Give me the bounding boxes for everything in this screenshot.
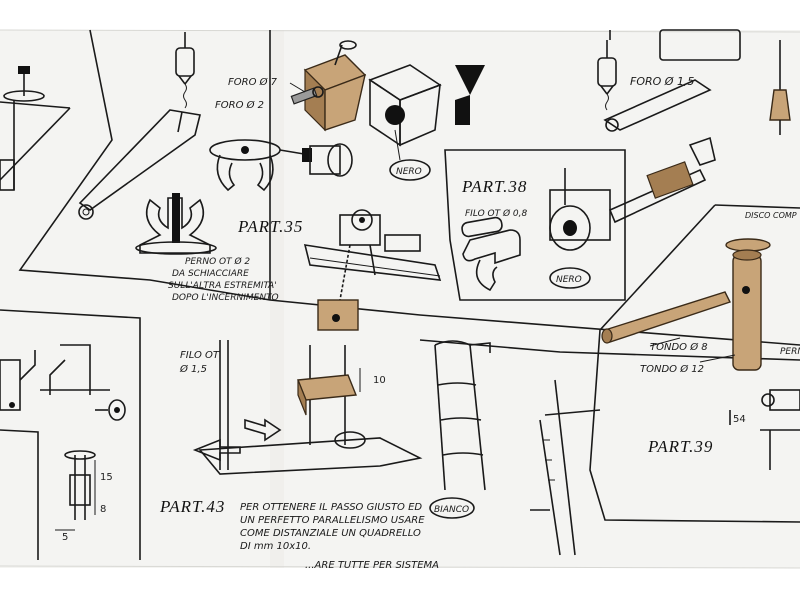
svg-text:DOPO L'INCERNIMENTO: DOPO L'INCERNIMENTO: [172, 293, 279, 303]
pendulum-mechanism: [303, 209, 442, 331]
label-foro-2: FORO Ø 2: [215, 99, 264, 111]
label-part-38: PART.38: [461, 177, 527, 196]
part-39-assembly: [601, 238, 771, 371]
ladder-part: [434, 340, 491, 491]
anchor-part: [135, 193, 217, 255]
black-triangle-piece: [455, 65, 485, 125]
svg-text:NERO: NERO: [396, 167, 422, 177]
nero-label-top: NERO: [389, 129, 431, 181]
left-bracket-parts: [0, 344, 126, 421]
gripper-part: [209, 139, 353, 192]
right-bottom-part: [729, 389, 800, 470]
label-foro-1-5: FORO Ø 1,5: [630, 75, 694, 88]
dim-54: 54: [733, 414, 746, 425]
top-pin: [334, 40, 357, 66]
panel-outlines: [0, 29, 800, 560]
top-left-mechanism: [0, 66, 71, 191]
bianco-label: BIANCO: [429, 497, 475, 519]
dim-15: 15: [100, 472, 113, 483]
arm-part-35: [78, 109, 201, 220]
svg-text:DA SCHIACCIARE: DA SCHIACCIARE: [172, 269, 249, 279]
label-part-39: PART.39: [647, 437, 713, 456]
svg-text:PER OTTENERE IL PASSO GIUSTO E: PER OTTENERE IL PASSO GIUSTO ED: [240, 502, 422, 513]
label-filo-0-8: FILO OT Ø 0,8: [465, 208, 527, 219]
dim-10: 10: [373, 375, 386, 386]
drill-bit-icon: [175, 32, 195, 109]
label-disco-comp: DISCO COMP: [745, 211, 797, 220]
label-perm: PERM: [780, 347, 800, 357]
black-block-nero: [368, 64, 442, 147]
nero-label-38: NERO: [549, 267, 591, 289]
bottom-note: ...ARE TUTTE PER SISTEMA: [305, 560, 439, 571]
wood-block-foro-7: [290, 54, 367, 132]
passo-note: PER OTTENERE IL PASSO GIUSTO ED UN PERFE…: [240, 502, 425, 552]
label-tondo-8: TONDO Ø 8: [650, 341, 708, 353]
label-part-35: PART.35: [237, 217, 303, 236]
svg-text:DI mm 10x10.: DI mm 10x10.: [240, 541, 311, 552]
label-filo-1-5: Ø 1,5: [179, 363, 207, 375]
label-tondo-12: TONDO Ø 12: [640, 363, 704, 375]
ladder-pieces-right: [530, 379, 601, 556]
right-drill-icon: [597, 29, 741, 132]
part-43-assembly: [192, 340, 423, 475]
dimensioned-part-left: [55, 450, 96, 531]
svg-text:BIANCO: BIANCO: [434, 505, 469, 515]
dim-5: 5: [62, 532, 68, 543]
dim-8: 8: [100, 504, 106, 515]
svg-text:PERNO OT Ø 2: PERNO OT Ø 2: [185, 256, 250, 267]
far-right-spindle: [769, 40, 791, 135]
svg-text:NERO: NERO: [556, 275, 582, 285]
svg-text:UN PERFETTO PARALLELISMO USARE: UN PERFETTO PARALLELISMO USARE: [240, 515, 425, 526]
perno-note: PERNO OT Ø 2 DA SCHIACCIARE SULL'ALTRA E…: [168, 256, 279, 303]
svg-text:SULL'ALTRA ESTREMITA': SULL'ALTRA ESTREMITA': [168, 281, 277, 291]
part-38-assembly: [461, 136, 716, 292]
label-foro-7: FORO Ø 7: [228, 76, 278, 88]
label-filo-ot: FILO OT: [180, 350, 220, 361]
label-part-43: PART.43: [159, 497, 225, 516]
svg-text:COME DISTANZIALE UN QUADRELLO: COME DISTANZIALE UN QUADRELLO: [240, 528, 421, 539]
